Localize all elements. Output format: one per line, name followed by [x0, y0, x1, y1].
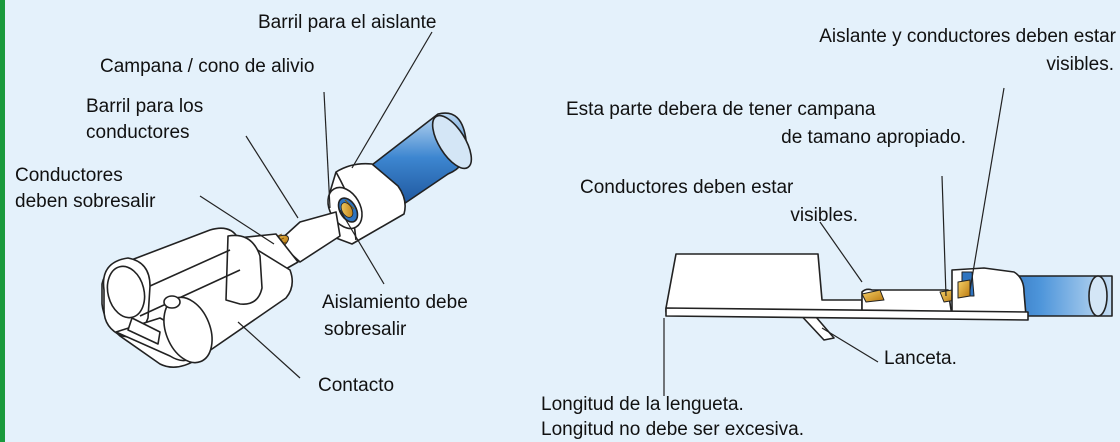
label-campana-tamano-line2: de tamano apropiado. [781, 127, 966, 148]
label-conductores-sobresalir-line1: Conductores [15, 165, 123, 186]
label-longitud-line2: Longitud no debe ser excesiva. [541, 419, 805, 440]
label-lanceta: Lanceta. [884, 348, 957, 369]
label-campana-tamano-line1: Esta parte debera de tener campana [566, 99, 876, 120]
label-cond-visibles-line1: Conductores deben estar [580, 177, 794, 198]
label-aislamiento-line1: Aislamiento debe [322, 292, 468, 313]
label-campana-cono: Campana / cono de alivio [100, 56, 315, 77]
label-barril-conductores-line2: conductores [86, 122, 190, 143]
right-receptacle [665, 253, 863, 313]
label-cond-visibles-line2: visibles. [790, 205, 858, 226]
label-contacto: Contacto [318, 375, 395, 396]
accent-bar [0, 0, 5, 442]
label-aislante-visibles-line1: Aislante y conductores deben estar [819, 26, 1116, 47]
label-longitud-line1: Longitud de la lengueta. [541, 394, 744, 415]
right-leaders [663, 87, 1005, 396]
left-terminal [101, 112, 473, 368]
label-conductores-sobresalir-line2: deben sobresalir [15, 191, 156, 212]
label-barril-aislante: Barril para el aislante [258, 12, 437, 33]
label-barril-conductores-line1: Barril para los [86, 96, 204, 117]
left-leaders [199, 31, 433, 379]
label-aislamiento-line2: sobresalir [324, 319, 407, 340]
label-aislante-visibles-line2: visibles. [1046, 54, 1114, 75]
right-terminal [665, 253, 1113, 341]
